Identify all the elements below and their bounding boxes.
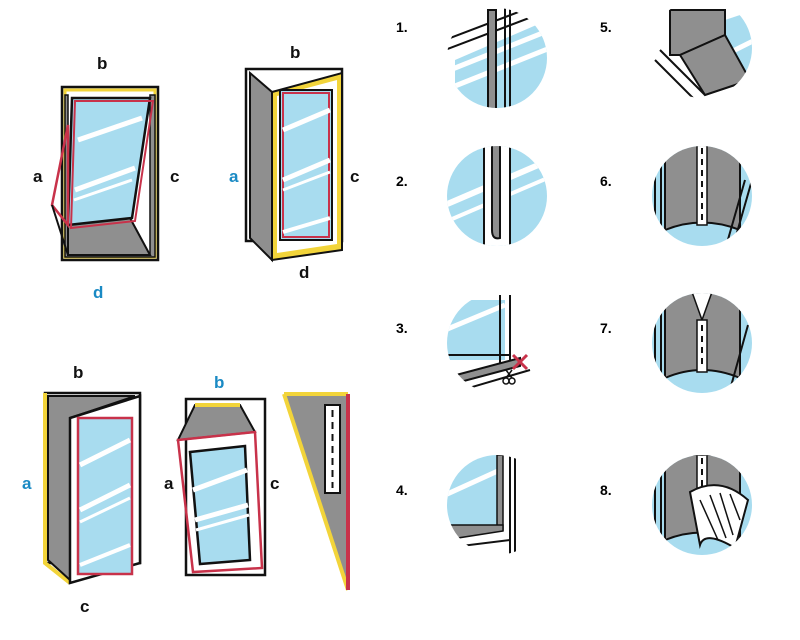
cut-mark-icon (511, 353, 529, 371)
glass-reflection (79, 543, 131, 567)
window-2-side (249, 70, 273, 263)
step-2-number: 2. (396, 173, 408, 189)
glass-reflection (282, 216, 331, 234)
glass-reflection (74, 165, 136, 193)
scissors-icon (502, 369, 516, 385)
window-2: b a c d (229, 43, 359, 282)
label-a: a (22, 474, 32, 493)
label-a: a (229, 167, 239, 186)
step-3-number: 3. (396, 320, 408, 336)
step-7-number: 7. (600, 320, 612, 336)
window-3: b a c (22, 363, 142, 616)
step-3-illustration (447, 295, 531, 393)
label-d: d (93, 283, 103, 302)
label-c: c (350, 167, 359, 186)
step-8-number: 8. (600, 482, 612, 498)
step-6-number: 6. (600, 173, 612, 189)
step-1-illustration (447, 8, 547, 108)
glass-reflection (282, 107, 331, 133)
glass-reflection (77, 115, 143, 143)
label-d: d (299, 263, 309, 282)
glass-reflection (282, 157, 331, 183)
glass-reflection (78, 482, 132, 513)
window-4: b a c (164, 373, 279, 577)
label-b: b (97, 54, 107, 73)
window-1-sash (66, 96, 152, 227)
label-b: b (73, 363, 83, 382)
window-1-side-seal (50, 124, 70, 229)
label-c: c (270, 474, 279, 493)
window-1-seal-red (69, 100, 155, 230)
glass-reflection (194, 502, 249, 523)
glass-reflection (79, 496, 131, 524)
step-8-curtain (688, 484, 750, 550)
step-8-illustration (652, 455, 752, 555)
window-3-seal-yellow (43, 393, 72, 585)
step-7-illustration (652, 293, 752, 393)
label-c: c (80, 597, 89, 616)
step-6-illustration (652, 146, 752, 246)
window-2-seal-red (282, 92, 330, 238)
window-1: b a c d (33, 54, 179, 302)
label-a: a (33, 167, 43, 186)
step-1-number: 1. (396, 19, 408, 35)
window-wedge (282, 392, 350, 591)
window-4-seal-red (176, 430, 264, 574)
step-5-number: 5. (600, 19, 612, 35)
step-4-number: 4. (396, 482, 408, 498)
glass-reflection (282, 170, 331, 192)
glass-reflection (73, 178, 133, 202)
glass-reflection (192, 467, 248, 493)
label-b: b (290, 43, 300, 62)
step-5-illustration (654, 9, 752, 98)
step-2-illustration (447, 146, 547, 246)
step-4-illustration (447, 455, 516, 555)
label-c: c (170, 167, 179, 186)
label-b: b (214, 373, 224, 392)
label-a: a (164, 474, 174, 493)
glass-reflection (78, 437, 132, 468)
glass-reflection (195, 513, 250, 532)
